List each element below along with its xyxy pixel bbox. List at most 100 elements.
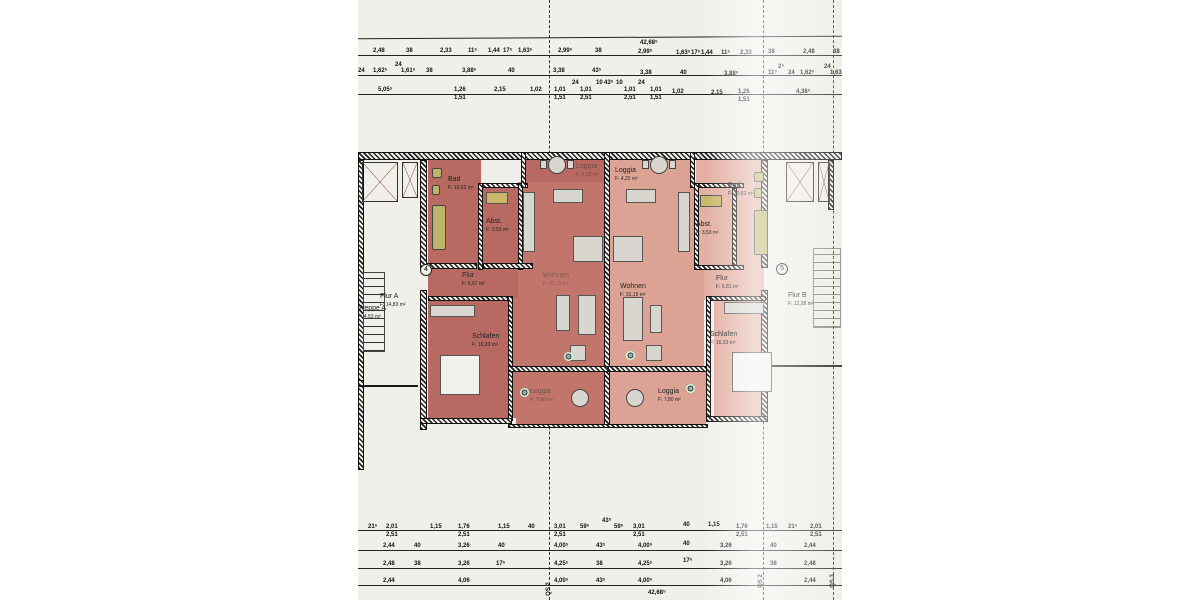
plant-icon bbox=[686, 384, 695, 393]
wardrobe bbox=[724, 302, 764, 314]
wall bbox=[358, 380, 364, 470]
room-area: F: 6,67 m² bbox=[462, 281, 485, 287]
dimension-value: 43⁵ bbox=[596, 543, 606, 549]
plant-icon bbox=[520, 388, 529, 397]
section-marker: QS 3 bbox=[829, 574, 836, 588]
dimension-value: 2,51 bbox=[580, 95, 592, 101]
room-area: F: 4,22 m² bbox=[615, 176, 638, 182]
shaft-icon bbox=[362, 162, 398, 202]
dimension-value: 11⁵ bbox=[468, 48, 478, 54]
dimension-value: 2,44 bbox=[804, 578, 816, 584]
wall bbox=[483, 263, 533, 269]
dimension-value: 43⁵ bbox=[602, 518, 612, 524]
room-area: F: 7,80 m² bbox=[658, 397, 681, 403]
kitchen-counter bbox=[553, 189, 583, 203]
round-table-icon bbox=[571, 389, 589, 407]
dimension-value: 1,44 bbox=[701, 50, 713, 56]
dimension-value: 43⁵ bbox=[596, 578, 606, 584]
dimension-value: 21⁵ bbox=[368, 524, 378, 530]
dimension-value: 3,26 bbox=[458, 543, 470, 549]
plant-icon bbox=[564, 352, 573, 361]
dimension-value: 5,05⁵ bbox=[378, 87, 393, 93]
dimension-value: 3,26 bbox=[720, 543, 732, 549]
room-name: Flur bbox=[462, 272, 475, 279]
wall bbox=[508, 296, 513, 421]
dimension-line bbox=[358, 55, 842, 56]
dimension-value: 38 bbox=[406, 48, 413, 54]
dimension-value: 2,51 bbox=[810, 532, 822, 538]
shaft-icon bbox=[786, 162, 814, 202]
dimension-value: 40 bbox=[770, 543, 777, 549]
dimension-value: 3,38 bbox=[553, 68, 565, 74]
dimension-value: 1,63⁵ bbox=[676, 50, 691, 56]
dimension-value: 11⁵ bbox=[768, 70, 778, 76]
dimension-value: 2,15 bbox=[494, 87, 506, 93]
wall bbox=[604, 152, 610, 427]
dimension-value: 4,06 bbox=[458, 578, 470, 584]
dimension-value: 2,99⁵ bbox=[558, 48, 573, 54]
room-name: Loggia bbox=[576, 163, 598, 170]
dimension-line-total bbox=[358, 35, 842, 40]
dimension-value: 1,51 bbox=[454, 95, 466, 101]
bathtub-icon bbox=[432, 205, 446, 250]
dimension-value: 40 bbox=[680, 70, 687, 76]
dimension-value: 40 bbox=[498, 543, 505, 549]
room-area: F: 10,62 m² bbox=[728, 191, 754, 197]
room-area: F: 4,53 m² bbox=[358, 314, 381, 320]
dimension-line bbox=[358, 568, 842, 569]
room-name: Wohnen bbox=[543, 272, 569, 279]
room-area: F: 31,15 m² bbox=[620, 292, 646, 298]
room-name: Flur bbox=[716, 275, 729, 282]
dimension-value: 2⁵ bbox=[778, 64, 785, 70]
room-area: F: 7,80 m² bbox=[530, 397, 553, 403]
wall bbox=[706, 416, 768, 422]
bathtub-icon bbox=[754, 210, 768, 255]
dimension-value: 24 bbox=[395, 62, 402, 68]
round-table-icon bbox=[626, 389, 644, 407]
room-label: Wohnen F: 31,15 m² bbox=[543, 272, 569, 288]
room-name: Schlafen bbox=[710, 331, 738, 338]
dimension-value: 4,25⁵ bbox=[554, 561, 569, 567]
dimension-value: 38 bbox=[426, 68, 433, 74]
sofa bbox=[578, 295, 596, 335]
dimension-value: 2,48 bbox=[383, 561, 395, 567]
dimension-value: 2,44 bbox=[383, 543, 395, 549]
dimension-value: 1,02 bbox=[530, 87, 542, 93]
dimension-value: 2,51 bbox=[386, 532, 398, 538]
room-area: F: 31,15 m² bbox=[543, 281, 569, 287]
dimension-value: 1,61⁵ bbox=[401, 68, 416, 74]
toilet-icon bbox=[432, 168, 442, 178]
dimension-value: 2,48 bbox=[804, 561, 816, 567]
dimension-value: 2,48 bbox=[803, 49, 815, 55]
room-area: F: 12,38 m² bbox=[788, 301, 814, 307]
wall bbox=[478, 183, 483, 270]
dimension-value: 40 bbox=[683, 522, 690, 528]
dimension-line bbox=[358, 550, 842, 551]
dimension-value: 1,44 bbox=[488, 48, 500, 54]
dimension-value: 24 bbox=[572, 80, 579, 86]
dimension-value: 10 bbox=[616, 80, 623, 86]
shaft-icon bbox=[818, 162, 830, 202]
dimension-value: 1,51 bbox=[738, 97, 750, 103]
dimension-value: 1,62⁵ bbox=[800, 70, 815, 76]
dimension-value: 2,51 bbox=[458, 532, 470, 538]
dimension-value: 1,15 bbox=[766, 524, 778, 530]
dimension-value: 43⁵ bbox=[604, 80, 614, 86]
chair-icon bbox=[642, 160, 649, 169]
dimension-value: 3,26 bbox=[458, 561, 470, 567]
dimension-value: 2,44 bbox=[383, 578, 395, 584]
dimension-value: 1,01 bbox=[554, 87, 566, 93]
axis-marker: 4 bbox=[420, 264, 432, 276]
dimension-value: 1,76 bbox=[736, 524, 748, 530]
dimension-value: 2,51 bbox=[736, 532, 748, 538]
wall-outline bbox=[770, 365, 842, 367]
room-area: F: 3,53 m² bbox=[696, 230, 719, 236]
wall bbox=[427, 263, 477, 269]
dimension-value: 1,51 bbox=[650, 95, 662, 101]
